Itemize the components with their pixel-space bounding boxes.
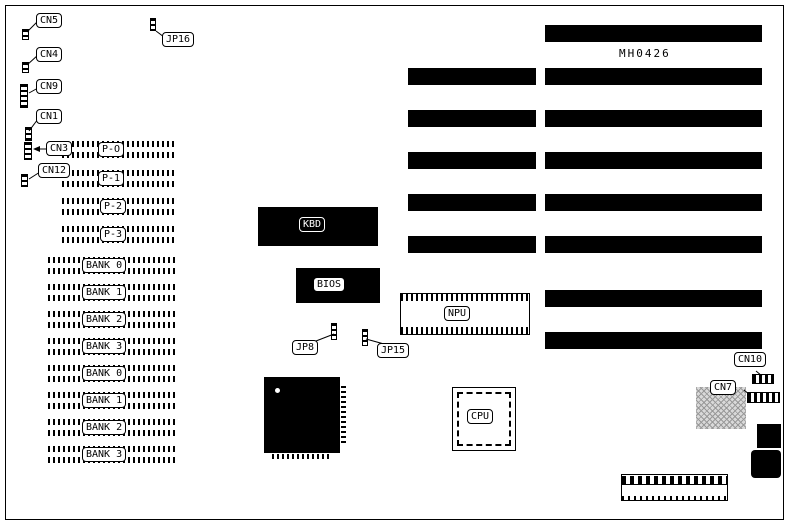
cn12-label: CN12: [38, 163, 71, 178]
simm-label-p1: P-1: [98, 171, 125, 186]
cn9-label: CN9: [36, 79, 63, 94]
isa-slot-l3: [408, 110, 536, 127]
isa-slot-l6: [408, 236, 536, 253]
cn3-label: CN3: [46, 141, 73, 156]
isa-slot-r1: [545, 25, 762, 42]
chipset-pins-bottom: [272, 454, 332, 459]
bank-label-2: BANK 2: [82, 312, 127, 327]
cn9-connector: [20, 84, 28, 108]
cpu-label: CPU: [467, 409, 494, 424]
din-connector-top: [757, 424, 781, 448]
isa-slot-r4: [545, 152, 762, 169]
jp15-pins: [362, 329, 368, 346]
simm-label-p0: P-O: [98, 142, 125, 157]
board-model-text: MH0426: [619, 47, 671, 60]
jp16-pins: [150, 18, 156, 31]
cn3-connector: [24, 142, 32, 160]
jp8-label: JP8: [292, 340, 319, 355]
cn5-label: CN5: [36, 13, 63, 28]
isa-slot-r3: [545, 110, 762, 127]
isa-slot-r7: [545, 290, 762, 307]
cn7-connector: [747, 392, 780, 403]
isa-slot-l2: [408, 68, 536, 85]
bank-label-5: BANK 1: [82, 393, 127, 408]
bank-label-7: BANK 3: [82, 447, 127, 462]
jp8-pins: [331, 323, 337, 340]
cn5-connector: [22, 29, 29, 40]
chipset-pins-right: [341, 386, 346, 444]
jp15-label: JP15: [377, 343, 410, 358]
kbd-label: KBD: [299, 217, 326, 232]
bank-label-1: BANK 1: [82, 285, 127, 300]
isa-slot-r5: [545, 194, 762, 211]
cn7-label: CN7: [710, 380, 737, 395]
cn1-connector: [25, 127, 32, 141]
isa-slot-l5: [408, 194, 536, 211]
npu-label: NPU: [444, 306, 471, 321]
cn10-connector: [752, 374, 774, 384]
cn1-label: CN1: [36, 109, 63, 124]
diagram-border: [5, 5, 784, 520]
chipset-pin1-dot: [275, 388, 280, 393]
cn12-connector: [21, 174, 28, 187]
bank-label-3: BANK 3: [82, 339, 127, 354]
power-connector: [621, 474, 728, 501]
cpu-socket-inner: [457, 392, 511, 446]
jp16-label: JP16: [162, 32, 195, 47]
bank-label-0: BANK 0: [82, 258, 127, 273]
isa-slot-r2: [545, 68, 762, 85]
cn4-label: CN4: [36, 47, 63, 62]
din-connector-body: [751, 450, 781, 478]
cn4-connector: [22, 62, 29, 73]
bank-label-4: BANK 0: [82, 366, 127, 381]
simm-label-p2: P-2: [100, 199, 127, 214]
isa-slot-r8: [545, 332, 762, 349]
cn10-label: CN10: [734, 352, 767, 367]
isa-slot-l4: [408, 152, 536, 169]
bank-label-6: BANK 2: [82, 420, 127, 435]
simm-label-p3: P-3: [100, 227, 127, 242]
cpu-socket: [452, 387, 516, 451]
bios-label: BIOS: [313, 277, 346, 292]
isa-slot-r6: [545, 236, 762, 253]
